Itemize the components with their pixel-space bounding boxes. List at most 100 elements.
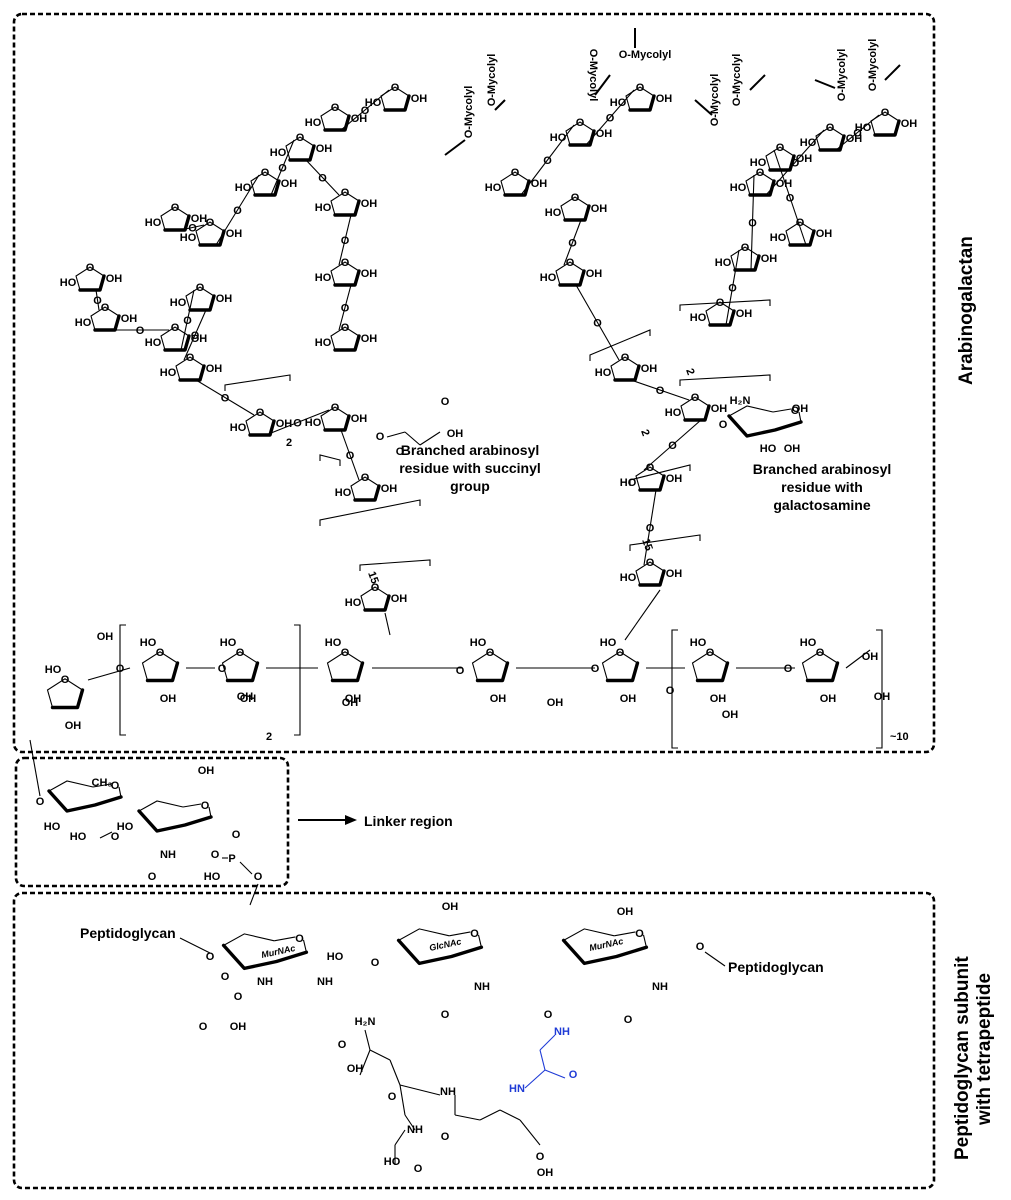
repeat-bracket [319,454,341,466]
atom-o: O [338,1039,347,1051]
atom-oh: OH [447,428,464,440]
peptidoglycan-title-line2: with tetrapeptide [974,973,995,1126]
atom-nh: NH [474,981,490,993]
bond-line [643,419,702,471]
repeat-bracket [119,624,126,736]
atom-oh: OH [347,1063,364,1075]
atom-o: O [568,238,577,250]
atom-o: O [826,122,835,134]
atom-oh: OH [761,253,778,265]
ring-front-edge [50,688,85,710]
atom-o: O [646,557,655,569]
atom-ho: HO [545,207,562,219]
ring-edge [274,936,296,942]
atom-o: O [346,450,355,462]
bond-line [585,89,635,146]
atom-oh: OH [846,133,863,145]
ring-front-edge [788,229,816,247]
atom-o: O [646,523,655,535]
atom-oh: OH [206,363,223,375]
ring-edge [182,803,202,808]
repeat-bracket [629,534,701,551]
linker-pointer: Linker region [298,813,453,829]
atom-o: O [236,647,245,659]
atom-o: O [111,780,120,792]
atom-o: O [318,173,327,185]
sugar-rings [46,86,901,971]
arabinofuranose-ring [245,411,275,436]
atom-ho: HO [70,831,87,843]
ring-front-edge [873,119,901,137]
atom-o: O [256,407,265,419]
atom-o: O [668,440,677,452]
atom-o: O [616,647,625,659]
atom-ho: HO [800,137,817,149]
ring-front-edge [695,661,730,683]
ring-front-edge [137,809,213,833]
arabinofuranose-ring [330,191,360,216]
arabinofuranose-ring [195,221,225,246]
atom-oh: OH [381,483,398,495]
ring-front-edge [748,179,776,197]
atom-ho: HO [270,147,287,159]
bond-line [575,284,620,361]
atom-o: O [111,831,120,843]
atom-o: O [691,392,700,404]
atom-o: O [566,257,575,269]
atom-o: O [756,167,765,179]
ring-front-edge [333,199,361,217]
atom-o: O [414,1163,423,1175]
atom-oh: OH [776,178,793,190]
bond-line [704,951,726,967]
repeat-bracket [671,629,678,749]
atom-o: O [211,849,220,861]
atom-oh: OH [216,293,233,305]
atom-oh: OH [641,363,658,375]
atom-oh: OH [106,273,123,285]
atom-ho: HO [204,871,221,883]
bond-line [539,1049,546,1071]
atom-ho: HO [44,821,61,833]
atom-oh: OH [191,333,208,345]
atom-o: O [371,957,380,969]
ring-front-edge [727,414,803,438]
atom-o: O [148,871,157,883]
arabinofuranose-ring [160,206,190,231]
ring-edge [642,934,647,948]
ring-front-edge [383,94,411,112]
linker-region-label: Linker region [364,813,453,829]
repeat-bracket [679,374,771,386]
ring-front-edge [558,269,586,287]
atom-o: O [101,302,110,314]
annotation-line: residue with [781,479,863,495]
atom-ho: HO [690,637,707,649]
atom-oh: OH [97,631,114,643]
atom-o: O [234,991,243,1003]
ring-front-edge [605,661,640,683]
atom-o: O [816,647,825,659]
atom-o: O [391,82,400,94]
ring-front-edge [353,484,381,502]
repeat-bracket [679,299,771,311]
atom-o: O [791,158,800,170]
arabinofuranose-ring [635,561,665,586]
arabinofuranose-ring [330,326,360,351]
bond-line [338,214,352,266]
atom-o: O [218,663,227,675]
bond-line [239,861,253,875]
arabinofuranose-ring [765,146,795,171]
ring-front-edge [333,269,361,287]
galactofuranose-ring [601,651,638,681]
galactofuranose-ring [691,651,728,681]
atom-o: O [441,396,450,408]
ring-front-edge [708,309,736,327]
atom-o: O [341,235,350,247]
bond-line [835,114,880,151]
atom-o: O [361,105,370,117]
ring-edge [798,411,802,423]
arrow-icon [494,99,506,111]
ring-front-edge [363,594,391,612]
atom-ho: HO [335,487,352,499]
bond-line [520,124,575,196]
bond-line [725,249,740,326]
